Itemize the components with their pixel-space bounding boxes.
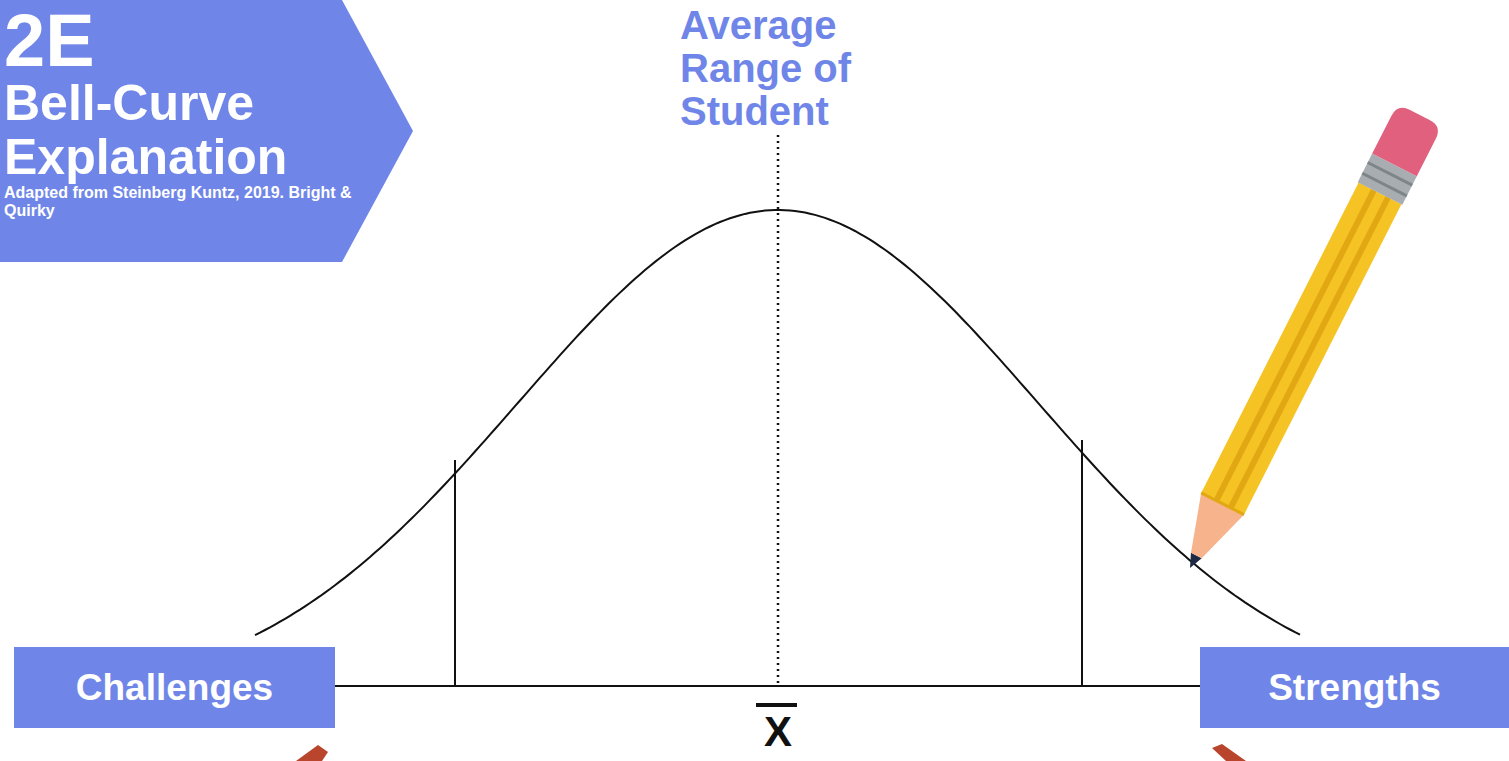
- banner-title: Bell-Curve Explanation: [4, 76, 364, 184]
- range-marker: [454, 460, 456, 686]
- banner-source: Adapted from Steinberg Kuntz, 2019. Brig…: [4, 184, 354, 220]
- banner-heading: 2E: [4, 6, 344, 76]
- title-banner: 2EBell-Curve ExplanationAdapted from Ste…: [0, 0, 415, 262]
- strengths-box: Strengths: [1200, 647, 1509, 728]
- mean-line: [777, 135, 780, 686]
- axis-end-label: Challenges: [76, 667, 273, 709]
- baseline-axis: [335, 685, 1200, 687]
- range-marker: [1081, 440, 1083, 686]
- pencil-icon: [1168, 104, 1442, 580]
- challenges-box: Challenges: [14, 647, 335, 728]
- red-arrow: [296, 745, 328, 761]
- mean-symbol: X: [752, 708, 804, 756]
- axis-end-label: Strengths: [1268, 667, 1441, 709]
- red-arrow: [1212, 744, 1246, 761]
- mean-bar: [756, 703, 797, 707]
- mean-range-label: Average Range of Student: [680, 4, 885, 133]
